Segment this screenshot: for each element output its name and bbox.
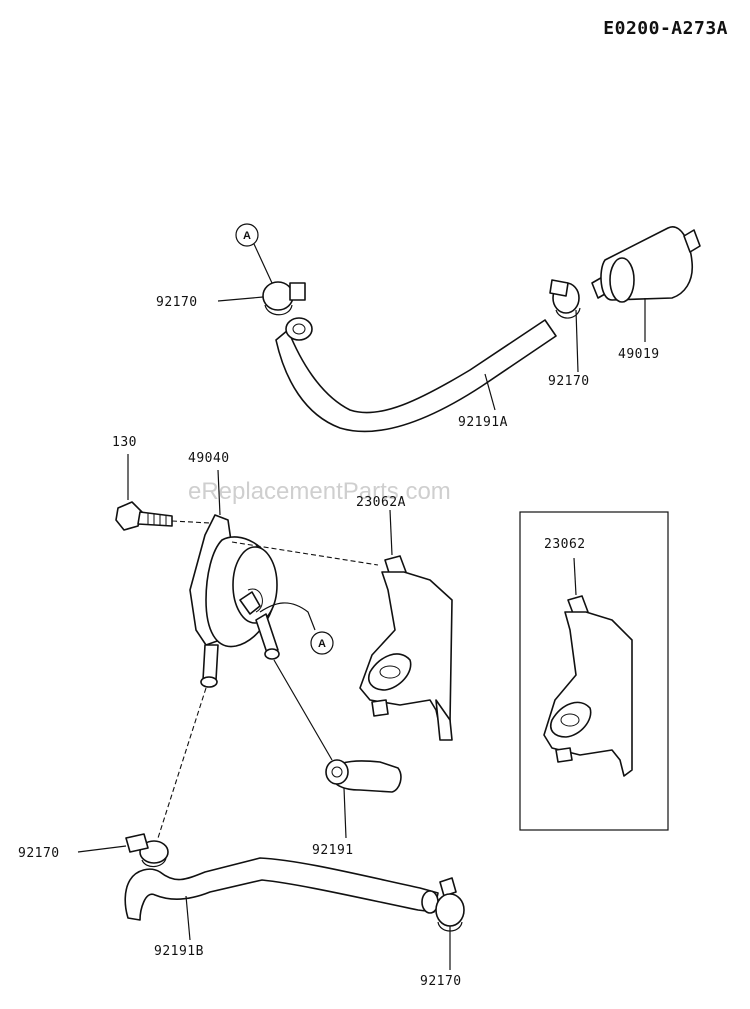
- leader-92191a: [484, 373, 496, 411]
- label-130: 130: [112, 435, 137, 450]
- dash-pump-bracket: [231, 541, 379, 566]
- leader-23062a: [389, 509, 393, 556]
- label-92170-lower-right: 92170: [420, 974, 462, 989]
- label-92191a: 92191A: [458, 415, 508, 430]
- inset-box: [519, 511, 669, 831]
- leader-92191: [343, 787, 347, 839]
- label-49019: 49019: [618, 347, 660, 362]
- bracket-23062a: [359, 555, 453, 741]
- leader-92191b: [185, 895, 191, 941]
- label-92170-upper-left: 92170: [156, 295, 198, 310]
- label-92191: 92191: [312, 843, 354, 858]
- clamp-upper-right: [549, 279, 581, 319]
- fuel-pump: [189, 514, 280, 688]
- leader-92170-ur: [575, 309, 579, 373]
- label-23062: 23062: [544, 537, 586, 552]
- reference-marker-pump: A: [259, 602, 334, 655]
- label-49040: 49040: [188, 451, 230, 466]
- label-23062a: 23062A: [356, 495, 406, 510]
- line-pump-short-hose: [273, 659, 333, 761]
- fuel-filter: [591, 226, 701, 303]
- bracket-23062: [543, 595, 633, 777]
- clamp-lower-left: [125, 833, 169, 868]
- diagram-code: E0200-A273A: [603, 18, 728, 39]
- svg-text:A: A: [318, 638, 326, 650]
- label-92170-lower-left: 92170: [18, 846, 60, 861]
- leader-49040: [217, 469, 221, 516]
- reference-marker-upper: A: [235, 223, 273, 284]
- hose-92191: [325, 759, 402, 793]
- label-92170-upper-right: 92170: [548, 374, 590, 389]
- clamp-upper-left: [262, 281, 306, 316]
- label-92191b: 92191B: [154, 944, 204, 959]
- leader-92170-ul: [217, 296, 264, 302]
- clamp-lower-right: [435, 877, 465, 932]
- svg-text:A: A: [243, 230, 251, 242]
- hose-92191b: [124, 857, 439, 921]
- dash-pump-lower-clamp: [157, 687, 207, 839]
- leader-92170-ll: [77, 845, 127, 853]
- bolt-130: [115, 501, 211, 531]
- leader-23062: [573, 557, 577, 596]
- hose-92191a: [275, 317, 557, 433]
- watermark: eReplacementParts.com: [188, 478, 451, 505]
